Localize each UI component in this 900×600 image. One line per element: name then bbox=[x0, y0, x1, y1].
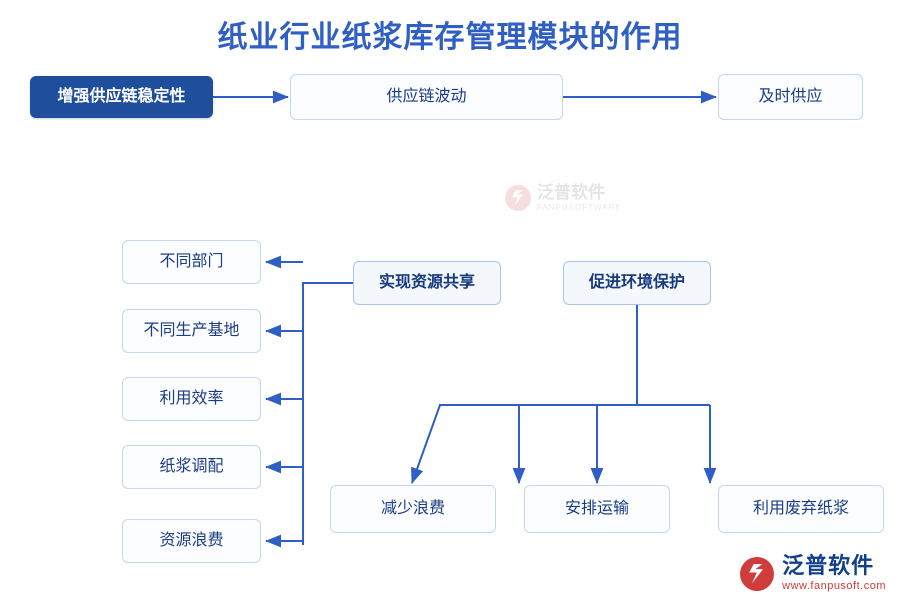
node-different-production-bases[interactable]: 不同生产基地 bbox=[122, 309, 261, 353]
center-watermark-cn: 泛普软件 bbox=[537, 183, 605, 202]
node-timely-supply[interactable]: 及时供应 bbox=[718, 74, 863, 120]
brand-watermark-cn: 泛普软件 bbox=[782, 553, 875, 578]
brand-watermark: 泛普软件 www.fanpusoft.com bbox=[740, 555, 886, 592]
node-label: 安排运输 bbox=[564, 500, 629, 518]
node-different-departments[interactable]: 不同部门 bbox=[122, 240, 261, 284]
node-label: 促进环境保护 bbox=[588, 274, 685, 292]
node-arrange-transport[interactable]: 安排运输 bbox=[524, 485, 670, 533]
node-label: 不同生产基地 bbox=[143, 322, 240, 340]
node-resource-waste[interactable]: 资源浪费 bbox=[122, 519, 261, 563]
node-label: 供应链波动 bbox=[386, 88, 467, 106]
node-label: 利用废弃纸浆 bbox=[752, 500, 849, 518]
page-title: 纸业行业纸浆库存管理模块的作用 bbox=[217, 20, 683, 55]
node-use-waste-paper[interactable]: 利用废弃纸浆 bbox=[718, 485, 884, 533]
node-supply-chain-fluctuation[interactable]: 供应链波动 bbox=[290, 74, 563, 120]
node-supply-chain-stability[interactable]: 增强供应链稳定性 bbox=[30, 76, 213, 118]
node-label: 不同部门 bbox=[159, 253, 224, 271]
center-watermark-en: FANPUSOFTWARE bbox=[537, 203, 622, 212]
center-watermark: 泛普软件 FANPUSOFTWARE bbox=[505, 178, 645, 218]
node-label: 实现资源共享 bbox=[378, 274, 475, 292]
node-label: 资源浪费 bbox=[159, 532, 224, 550]
node-label: 减少浪费 bbox=[380, 500, 445, 518]
node-label: 增强供应链稳定性 bbox=[57, 88, 186, 106]
node-resource-sharing[interactable]: 实现资源共享 bbox=[353, 261, 501, 305]
brand-watermark-url: www.fanpusoft.com bbox=[782, 580, 886, 592]
node-label: 利用效率 bbox=[159, 390, 224, 408]
fanpu-logo-icon bbox=[740, 556, 775, 591]
node-label: 及时供应 bbox=[758, 88, 823, 106]
node-reduce-waste[interactable]: 减少浪费 bbox=[330, 485, 496, 533]
node-label: 纸浆调配 bbox=[159, 458, 224, 476]
fanpu-logo-icon bbox=[505, 185, 531, 211]
node-environment-protection[interactable]: 促进环境保护 bbox=[563, 261, 711, 305]
node-utilization-efficiency[interactable]: 利用效率 bbox=[122, 377, 261, 421]
node-pulp-allocation[interactable]: 纸浆调配 bbox=[122, 445, 261, 489]
